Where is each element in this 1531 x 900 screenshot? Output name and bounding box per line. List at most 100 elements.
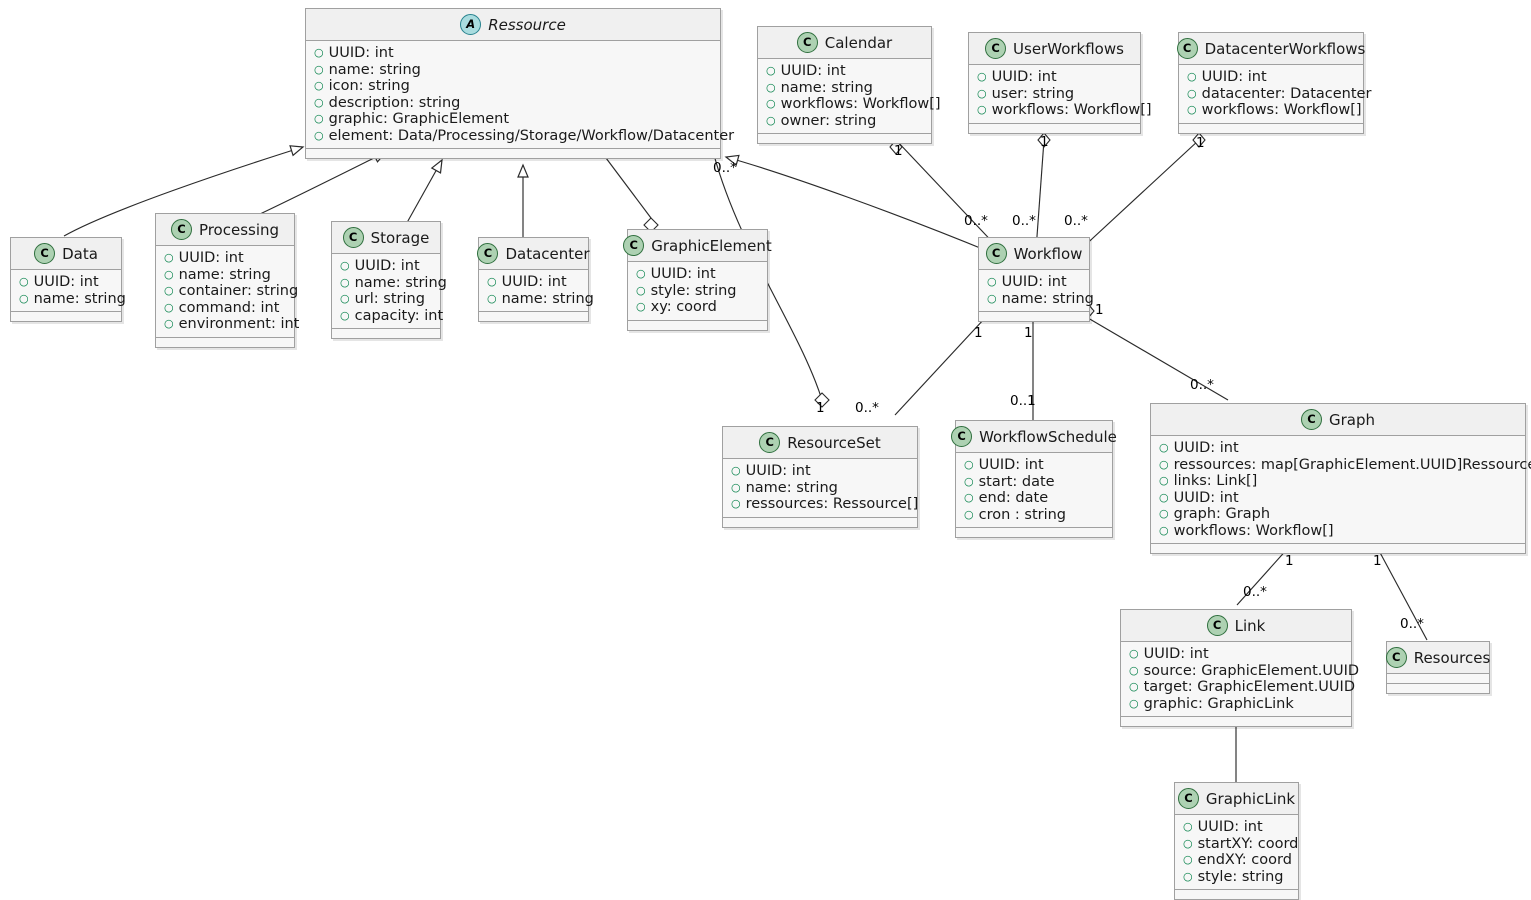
attribute-text: element: Data/Processing/Storage/Workflo… xyxy=(328,127,735,144)
attribute-row: target: GraphicElement.UUID xyxy=(1129,679,1355,696)
visibility-public-icon xyxy=(766,82,776,93)
attribute-row: ressources: map[GraphicElement.UUID]Ress… xyxy=(1159,457,1531,474)
visibility-public-icon xyxy=(1183,821,1193,832)
attribute-row: name: string xyxy=(731,480,909,497)
class-resources[interactable]: C Resources xyxy=(1385,641,1491,694)
class-datacenterworkflows[interactable]: C DatacenterWorkflows UUID: int datacent… xyxy=(1176,32,1371,134)
class-stereotype-icon: C xyxy=(985,243,1007,264)
class-link[interactable]: C Link UUID: int source: GraphicElement.… xyxy=(1120,609,1359,727)
attribute-row: container: string xyxy=(164,283,299,300)
methods-compartment xyxy=(306,149,720,158)
attribute-text: UUID: int xyxy=(33,274,99,290)
class-header: C ResourceSet xyxy=(723,427,917,459)
multiplicity-label: 1 xyxy=(1040,134,1049,150)
visibility-public-icon xyxy=(487,293,497,304)
class-graphicelement[interactable]: C GraphicElement UUID: int style: string… xyxy=(623,229,772,331)
class-graph[interactable]: C Graph UUID: int ressources: map[Graphi… xyxy=(1150,403,1531,554)
visibility-public-icon xyxy=(964,459,974,470)
attribute-text: UUID: int xyxy=(1173,489,1239,506)
attribute-row: UUID: int xyxy=(1183,819,1290,836)
multiplicity-label: 1 xyxy=(1095,302,1104,318)
class-header: C GraphicLink xyxy=(1175,783,1298,815)
class-userworkflows[interactable]: C UserWorkflows UUID: int user: string w… xyxy=(968,32,1152,134)
attribute-text: xy: coord xyxy=(650,299,717,315)
attribute-row: name: string xyxy=(487,291,594,308)
multiplicity-label: 0..* xyxy=(1400,616,1424,632)
attributes-compartment: UUID: int name: string xyxy=(979,270,1094,312)
class-storage[interactable]: C Storage UUID: int name: string url: st… xyxy=(331,221,447,339)
class-stereotype-icon: C xyxy=(1385,647,1407,668)
attribute-text: startXY: coord xyxy=(1197,835,1299,852)
class-header: C Workflow xyxy=(979,238,1089,270)
attribute-text: UUID: int xyxy=(1143,646,1209,662)
attribute-row: command: int xyxy=(164,300,286,317)
attribute-text: name: string xyxy=(33,290,126,307)
multiplicity-label: 0..* xyxy=(1190,377,1214,393)
class-header: A Ressource xyxy=(306,9,720,41)
class-calendar[interactable]: C Calendar UUID: int name: string workfl… xyxy=(757,26,941,144)
attribute-text: environment: int xyxy=(178,316,300,332)
visibility-public-icon xyxy=(964,476,974,487)
class-name: DatacenterWorkflows xyxy=(1204,39,1366,58)
class-name: Processing xyxy=(198,220,280,239)
attribute-text: start: date xyxy=(978,473,1055,490)
class-header: C Storage xyxy=(332,222,440,254)
visibility-public-icon xyxy=(314,47,324,58)
class-processing[interactable]: C Processing UUID: int name: string cont… xyxy=(155,213,300,348)
attribute-row: workflows: Workflow[] xyxy=(1187,102,1362,119)
multiplicity-label: 1 xyxy=(1024,325,1033,341)
attribute-row: UUID: int xyxy=(977,69,1132,86)
class-stereotype-icon: C xyxy=(170,219,192,240)
attributes-compartment: UUID: int name: string xyxy=(11,270,126,312)
attribute-row: user: string xyxy=(977,86,1132,103)
attribute-text: datacenter: Datacenter xyxy=(1201,85,1372,102)
visibility-public-icon xyxy=(314,130,324,141)
class-stereotype-icon: C xyxy=(796,32,818,53)
class-stereotype-icon: C xyxy=(342,227,364,248)
visibility-public-icon xyxy=(314,97,324,108)
class-datacenter[interactable]: C Datacenter UUID: int name: string xyxy=(477,237,594,322)
attribute-text: name: string xyxy=(745,479,838,496)
attributes-compartment: UUID: int user: string workflows: Workfl… xyxy=(969,65,1152,124)
attribute-row: name: string xyxy=(987,291,1094,308)
class-workflow[interactable]: C Workflow UUID: int name: string xyxy=(978,237,1094,322)
attribute-row: UUID: int xyxy=(1159,440,1517,457)
attribute-row: UUID: int xyxy=(487,274,580,291)
attribute-row: UUID: int xyxy=(766,63,923,80)
attribute-row: workflows: Workflow[] xyxy=(977,102,1152,119)
visibility-public-icon xyxy=(1183,854,1193,865)
class-name: Resources xyxy=(1413,648,1491,667)
class-stereotype-icon: C xyxy=(477,243,499,264)
attribute-row: graph: Graph xyxy=(1159,506,1517,523)
class-stereotype-icon: C xyxy=(759,432,781,453)
attribute-row: graphic: GraphicLink xyxy=(1129,696,1343,713)
visibility-public-icon xyxy=(1159,492,1169,503)
attribute-text: UUID: int xyxy=(328,45,394,61)
class-workflowschedule[interactable]: C WorkflowSchedule UUID: int start: date… xyxy=(951,420,1117,538)
class-resourceset[interactable]: C ResourceSet UUID: int name: string res… xyxy=(722,426,918,528)
visibility-public-icon xyxy=(314,80,324,91)
attribute-text: command: int xyxy=(178,299,280,316)
visibility-public-icon xyxy=(1183,871,1193,882)
attribute-text: user: string xyxy=(991,85,1075,102)
multiplicity-label: 1 xyxy=(1196,135,1205,151)
class-data[interactable]: C Data UUID: int name: string xyxy=(10,237,126,322)
attribute-row: environment: int xyxy=(164,316,300,333)
attributes-compartment: UUID: int source: GraphicElement.UUID ta… xyxy=(1121,642,1359,717)
methods-compartment xyxy=(1387,684,1489,693)
attribute-text: name: string xyxy=(501,290,594,307)
attribute-row: style: string xyxy=(636,283,759,300)
class-graphiclink[interactable]: C GraphicLink UUID: int startXY: coord e… xyxy=(1174,782,1299,900)
visibility-public-icon xyxy=(164,302,174,313)
attribute-row: workflows: Workflow[] xyxy=(766,96,941,113)
class-ressource[interactable]: A Ressource UUID: int name: string icon:… xyxy=(305,8,734,159)
attribute-row: start: date xyxy=(964,474,1104,491)
attribute-row: url: string xyxy=(340,291,432,308)
class-header: C UserWorkflows xyxy=(969,33,1140,65)
class-header: C Processing xyxy=(156,214,294,246)
class-name: WorkflowSchedule xyxy=(979,427,1117,446)
class-header: C Link xyxy=(1121,610,1351,642)
multiplicity-label: 0..* xyxy=(1243,584,1267,600)
methods-compartment xyxy=(1151,544,1525,553)
attributes-compartment: UUID: int name: string ressources: Resso… xyxy=(723,459,918,518)
